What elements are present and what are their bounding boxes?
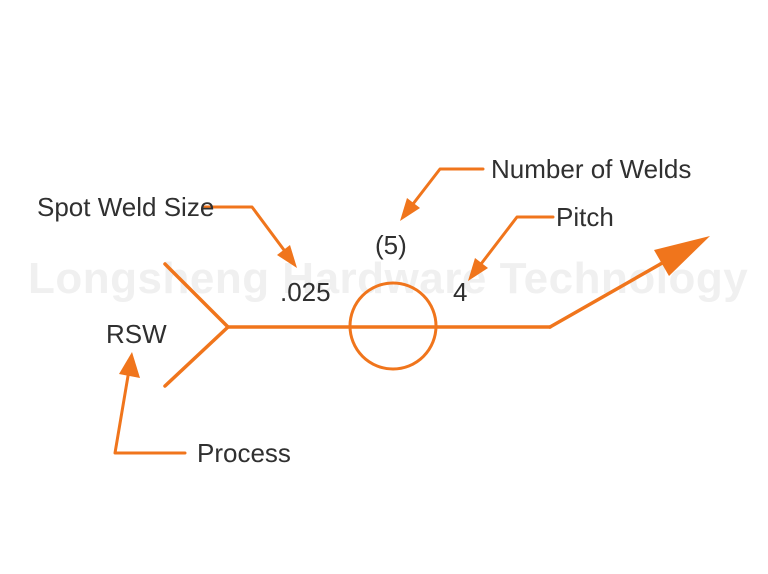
size-callout-line (203, 205, 286, 252)
symbol-tail-fork (163, 262, 230, 388)
number-of-welds-value: (5) (375, 230, 407, 260)
number-of-welds-callout-line (411, 167, 485, 206)
symbol-arrowhead-icon (654, 236, 710, 276)
size-value: .025 (280, 277, 331, 307)
number-of-welds-label: Number of Welds (491, 154, 692, 184)
size-label: Spot Weld Size (37, 192, 215, 222)
process-callout-arrowhead-icon (119, 352, 140, 378)
pitch-label: Pitch (556, 202, 614, 232)
number-of-welds-callout-arrowhead-icon (400, 198, 420, 221)
pitch-callout-line (479, 215, 555, 266)
size-callout-arrowhead-icon (277, 245, 297, 268)
symbol-arrow-line (548, 260, 666, 329)
watermark-text: Longsheng Hardware Technology (28, 254, 749, 303)
process-value: RSW (106, 319, 167, 349)
process-callout-line (113, 374, 187, 455)
process-label: Process (197, 438, 291, 468)
pitch-callout-arrowhead-icon (468, 258, 488, 281)
pitch-value: 4 (453, 277, 468, 307)
spot-weld-circle (348, 281, 438, 371)
